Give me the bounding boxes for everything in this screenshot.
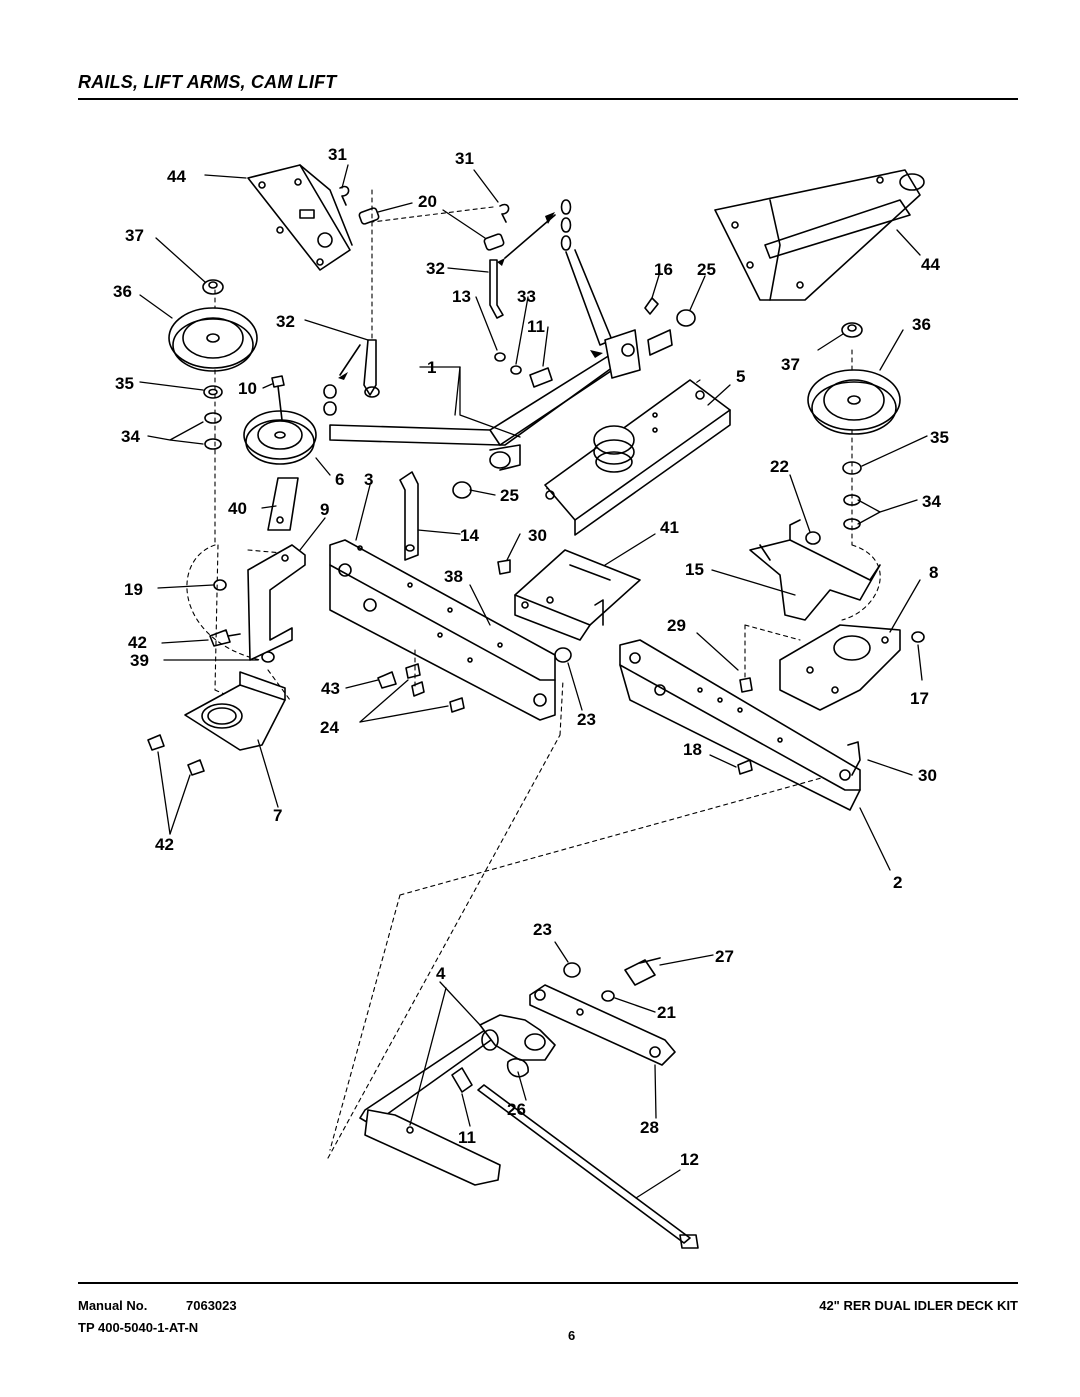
callout-13: 13 [452,287,471,306]
arm-11-lower [364,1058,529,1186]
callout-17: 17 [910,689,929,708]
title-rule [78,98,1018,100]
callout-5: 5 [736,367,745,386]
pulley-36-left [168,307,258,372]
bolts [147,559,861,776]
callout-20: 20 [418,192,437,211]
callout-25: 25 [697,260,716,279]
link-28 [529,984,676,1066]
callout-30: 30 [528,526,547,545]
callout-29: 29 [667,616,686,635]
callout-24: 24 [320,718,339,737]
bracket-8 [779,624,901,711]
callout-35: 35 [930,428,949,447]
callout-6: 6 [335,470,344,489]
callout-4: 4 [436,964,446,983]
page-number: 6 [568,1328,576,1343]
rod-12 [477,1084,699,1249]
callout-labels: 44 31 31 20 37 36 32 13 33 16 25 44 32 1… [113,145,949,1169]
lift-chain-and-link [504,199,613,346]
callout-1: 1 [427,358,436,377]
callout-31: 31 [328,145,347,164]
callout-39: 39 [130,651,149,670]
callout-40: 40 [228,499,247,518]
callout-19: 19 [124,580,143,599]
callout-41: 41 [660,518,679,537]
callout-16: 16 [654,260,673,279]
callout-27: 27 [715,947,734,966]
kit-name: 42" RER DUAL IDLER DECK KIT [819,1298,1018,1313]
idler-pulley-6 [243,410,317,465]
callout-31: 31 [455,149,474,168]
lift-arm-1 [329,329,673,471]
manual-label: Manual No. [78,1298,148,1313]
callout-12: 12 [680,1150,699,1169]
spacer-25-and-strap-14 [399,471,472,561]
rail-2 [619,639,861,811]
cam-lift-15 [749,519,881,621]
callout-11: 11 [527,317,545,336]
manual-number: 7063023 [186,1298,237,1313]
arrowheads [338,212,603,380]
callout-7: 7 [273,806,282,825]
callout-44: 44 [167,167,186,186]
rail-5 [544,379,731,536]
callout-18: 18 [683,740,702,759]
idler-arm-40 [267,477,299,531]
pulley-36-right [807,369,901,435]
callout-23: 23 [533,920,552,939]
callout-38: 38 [444,567,463,586]
callout-11: 11 [458,1128,476,1147]
callout-32: 32 [426,259,445,278]
callout-44: 44 [921,255,940,274]
callout-21: 21 [657,1003,676,1022]
callout-3: 3 [364,470,373,489]
bracket-44-left [247,164,353,271]
bracket-9 [247,544,306,661]
callout-8: 8 [929,563,938,582]
callout-14: 14 [460,526,479,545]
callout-30: 30 [918,766,937,785]
callout-34: 34 [121,427,140,446]
callout-36: 36 [113,282,132,301]
clevis-pin-32 [323,339,380,416]
callout-25: 25 [500,486,519,505]
keys-and-set-screws [494,297,696,388]
callout-42: 42 [155,835,174,854]
callout-15: 15 [685,560,704,579]
callout-26: 26 [507,1100,526,1119]
callout-42: 42 [128,633,147,652]
callout-37: 37 [781,355,800,374]
callout-35: 35 [115,374,134,393]
callout-2: 2 [893,873,902,892]
leader-lines [139,164,928,1199]
callout-37: 37 [125,226,144,245]
callout-32: 32 [276,312,295,331]
callout-28: 28 [640,1118,659,1137]
rail-3 [329,539,556,721]
tp-code: TP 400-5040-1-AT-N [78,1320,199,1335]
bracket-44-right [714,169,925,301]
callout-10: 10 [238,379,257,398]
bracket-7 [184,671,286,751]
bracket-41 [514,549,641,641]
callout-22: 22 [770,457,789,476]
footer-rule [78,1282,1018,1284]
callout-36: 36 [912,315,931,334]
callout-34: 34 [922,492,941,511]
page-title: RAILS, LIFT ARMS, CAM LIFT [78,72,337,92]
bushing-23-and-bolt-27 [563,957,661,1002]
callout-33: 33 [517,287,536,306]
callout-23: 23 [577,710,596,729]
callout-9: 9 [320,500,329,519]
callout-43: 43 [321,679,340,698]
